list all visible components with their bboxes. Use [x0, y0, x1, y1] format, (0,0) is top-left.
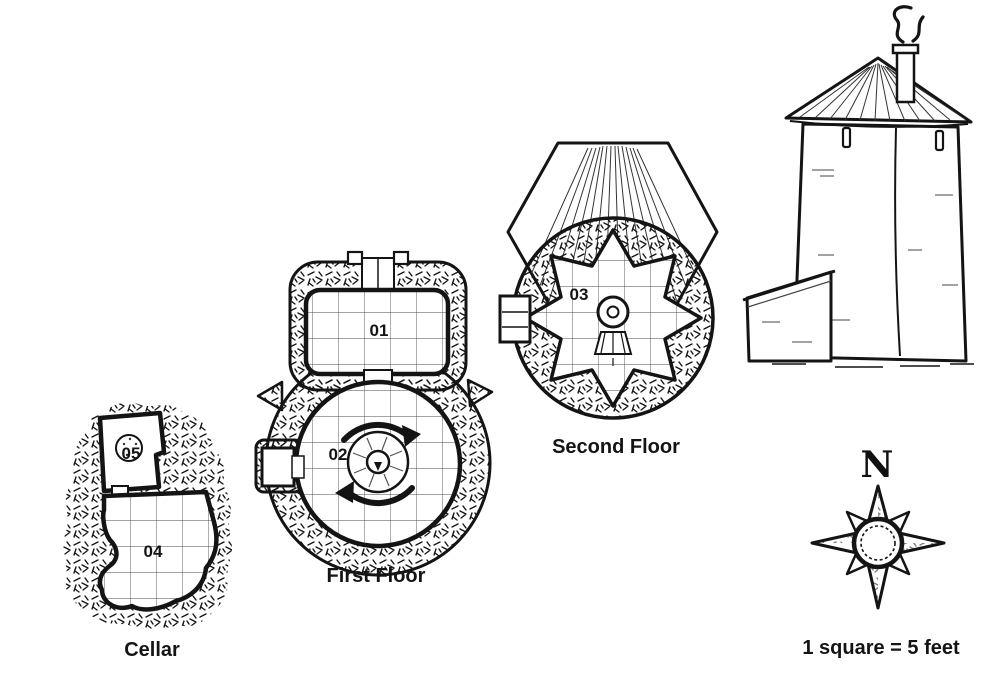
room-05-outline [97, 410, 167, 494]
room-04-grid [99, 492, 217, 610]
rotation-arrow-top [341, 421, 411, 443]
compass-hub-inner [860, 525, 896, 561]
window-slit-left [841, 126, 852, 149]
room-02-label: 02 [329, 445, 348, 464]
lean-to-roof-inner [747, 280, 832, 308]
lean-to-sketch [762, 321, 812, 343]
chimney-cap [891, 43, 920, 55]
tower-illustration [742, 5, 974, 368]
room-04-label: 04 [144, 542, 163, 561]
cellar-plan: 05 04 Cellar [63, 402, 232, 661]
alcove-floor [260, 446, 296, 488]
millstone-key [374, 462, 382, 471]
room-03-outline [523, 228, 703, 408]
wall-spike-right [466, 378, 494, 408]
room-05-label: 05 [122, 444, 141, 463]
first-floor-plan: 01 02 First Floor [254, 250, 494, 587]
room-05-stipple [122, 437, 138, 457]
rotation-arrowhead-bottom [335, 481, 354, 503]
millstone-ticks [352, 436, 404, 488]
wall-spike-left [256, 380, 284, 412]
map-scale-label: 1 square = 5 feet [802, 637, 960, 659]
landing-steps [502, 311, 528, 328]
hopper-fan-lines [600, 332, 626, 366]
second-floor-plan: 03 Second Floor [498, 141, 719, 458]
room-05-floor [100, 413, 164, 491]
tower-sketch-lines [812, 169, 958, 321]
room-01-grid [306, 290, 448, 374]
chimney [895, 50, 916, 104]
tower-roof [784, 56, 973, 124]
room-05-well [115, 434, 143, 462]
shaft-core [606, 305, 620, 319]
top-door-jamb-left [346, 250, 364, 266]
room-03-label: 03 [570, 285, 589, 304]
mill-shaft [593, 295, 633, 366]
rotation-arrow-bottom [345, 485, 415, 507]
window-slit-right [934, 129, 945, 152]
rotation-arrowhead-top [402, 425, 421, 447]
tower-corner-line [894, 127, 901, 357]
top-door-jamb-right [392, 250, 410, 266]
compass-rose: N [810, 444, 946, 610]
ground-strokes [772, 363, 974, 368]
room-01-label: 01 [370, 321, 389, 340]
room-04-outline [97, 489, 219, 612]
alcove-door [291, 455, 305, 479]
landing-alcove [498, 294, 532, 344]
first-floor-caption: First Floor [327, 565, 426, 587]
tower-windows [841, 126, 945, 152]
millstone [335, 421, 421, 507]
compass-north-label: N [861, 444, 894, 486]
lean-to-roof-edge [742, 269, 836, 302]
second-floor-caption: Second Floor [552, 436, 680, 458]
cellar-caption: Cellar [124, 639, 180, 661]
smoke [892, 5, 925, 44]
roof-eave-line [789, 120, 969, 128]
